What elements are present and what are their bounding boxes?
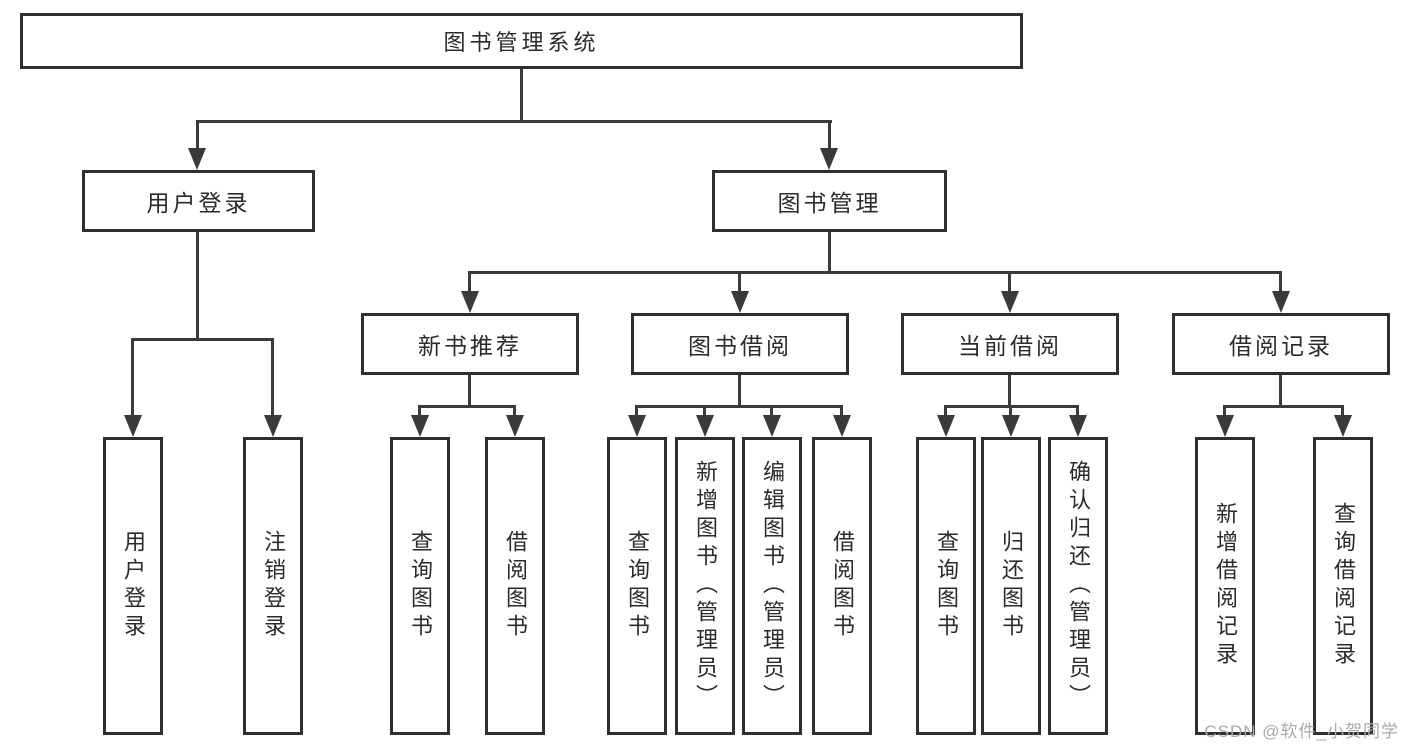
arrowhead-user-login-icon [188,148,206,170]
node-label: 借阅图书 [830,530,855,642]
leaf-user-login: 用户登录 [103,437,163,735]
arrowhead-cb-return-icon [1002,415,1020,437]
node-label: 新增借阅记录 [1213,502,1238,670]
connector-book-borrowing-stem [738,375,741,408]
connector-new-book-bar [418,405,516,408]
node-current-borrowing: 当前借阅 [901,313,1119,375]
node-borrowing-records: 借阅记录 [1172,313,1390,375]
arrowhead-bb-add-icon [696,415,714,437]
connector-drop-br-query [1341,405,1344,419]
node-label: 借阅图书 [503,530,528,642]
connector-drop-bb-edit [770,405,773,419]
connector-drop-borrowing-records [1279,271,1282,295]
node-label: 注销登录 [261,530,286,642]
node-label: 确认归还（管理员） [1066,460,1091,712]
connector-drop-current-borrowing [1008,271,1011,295]
connector-new-book-stem [468,375,471,408]
leaf-logout: 注销登录 [243,437,303,735]
arrowhead-nb-borrow-icon [506,415,524,437]
node-label: 编辑图书（管理员） [760,460,785,712]
node-label: 图书借阅 [688,333,792,359]
leaf-edit-books-admin: 编辑图书（管理员） [742,437,802,735]
connector-user-login-bar [131,338,274,341]
arrowhead-cb-query-icon [937,415,955,437]
connector-borrowing-records-bar [1223,405,1344,408]
arrowhead-cb-confirm-icon [1069,415,1087,437]
node-label: 新增图书（管理员） [693,460,718,712]
connector-user-login-stem [196,232,199,340]
arrowhead-book-management-icon [820,148,838,170]
connector-drop-bb-borrow [840,405,843,419]
node-label: 用户登录 [121,530,146,642]
node-label: 查询图书 [625,530,650,642]
node-label: 归还图书 [999,530,1024,642]
node-label: 借阅记录 [1229,333,1333,359]
connector-drop-new-book [468,271,471,295]
connector-book-management-stem [828,232,831,274]
connector-current-borrowing-stem [1008,375,1011,408]
node-label: 当前借阅 [958,333,1062,359]
arrowhead-bb-edit-icon [763,415,781,437]
connector-drop-cb-return [1009,405,1012,419]
connector-drop-book-borrowing [738,271,741,295]
node-book-borrowing: 图书借阅 [631,313,849,375]
leaf-add-borrow-record: 新增借阅记录 [1195,437,1255,735]
connector-drop-bb-add [703,405,706,419]
connector-drop-cb-query [944,405,947,419]
arrowhead-br-add-icon [1216,415,1234,437]
leaf-borrow-books-newbook: 借阅图书 [485,437,545,735]
node-label: 查询图书 [934,530,959,642]
node-label: 查询图书 [408,530,433,642]
connector-drop-br-add [1223,405,1226,419]
leaf-query-books-current: 查询图书 [916,437,976,735]
connector-drop-cb-confirm [1076,405,1079,419]
node-label: 图书管理系统 [443,30,600,55]
arrowhead-br-query-icon [1334,415,1352,437]
arrowhead-bb-borrow-icon [833,415,851,437]
leaf-query-books-borrowing: 查询图书 [607,437,667,735]
leaf-add-books-admin: 新增图书（管理员） [675,437,735,735]
connector-drop-bb-query [635,405,638,419]
arrowhead-new-book-icon [461,291,479,313]
connector-drop-user-login [196,120,199,152]
connector-drop-leaf-logout [271,338,274,418]
node-user-login: 用户登录 [82,170,315,232]
connector-drop-nb-query [418,405,421,419]
node-library-management-system: 图书管理系统 [20,13,1023,69]
arrowhead-bb-query-icon [628,415,646,437]
connector-root-stem [520,69,523,123]
node-book-management: 图书管理 [712,170,947,232]
arrowhead-leaf-user-login-icon [124,415,142,437]
arrowhead-borrowing-records-icon [1272,291,1290,313]
connector-drop-leaf-user-login [131,338,134,418]
connector-root-bar [196,120,832,123]
leaf-confirm-return-admin: 确认归还（管理员） [1048,437,1108,735]
connector-borrowing-records-stem [1279,375,1282,408]
node-label: 图书管理 [777,190,882,216]
node-label: 新书推荐 [418,333,522,359]
node-label: 用户登录 [146,190,251,216]
arrowhead-book-borrowing-icon [731,291,749,313]
node-label: 查询借阅记录 [1331,502,1356,670]
csdn-watermark: CSDN @软件_小贺同学 [1204,722,1399,741]
leaf-query-borrow-record: 查询借阅记录 [1313,437,1373,735]
connector-level3-bar [468,271,1282,274]
connector-drop-nb-borrow [513,405,516,419]
arrowhead-leaf-logout-icon [264,415,282,437]
leaf-return-books: 归还图书 [981,437,1041,735]
leaf-borrow-books: 借阅图书 [812,437,872,735]
connector-drop-book-management [828,120,831,152]
node-new-book-recommend: 新书推荐 [361,313,579,375]
leaf-query-books-newbook: 查询图书 [390,437,450,735]
arrowhead-nb-query-icon [411,415,429,437]
connector-book-borrowing-bar [635,405,843,408]
arrowhead-current-borrowing-icon [1001,291,1019,313]
